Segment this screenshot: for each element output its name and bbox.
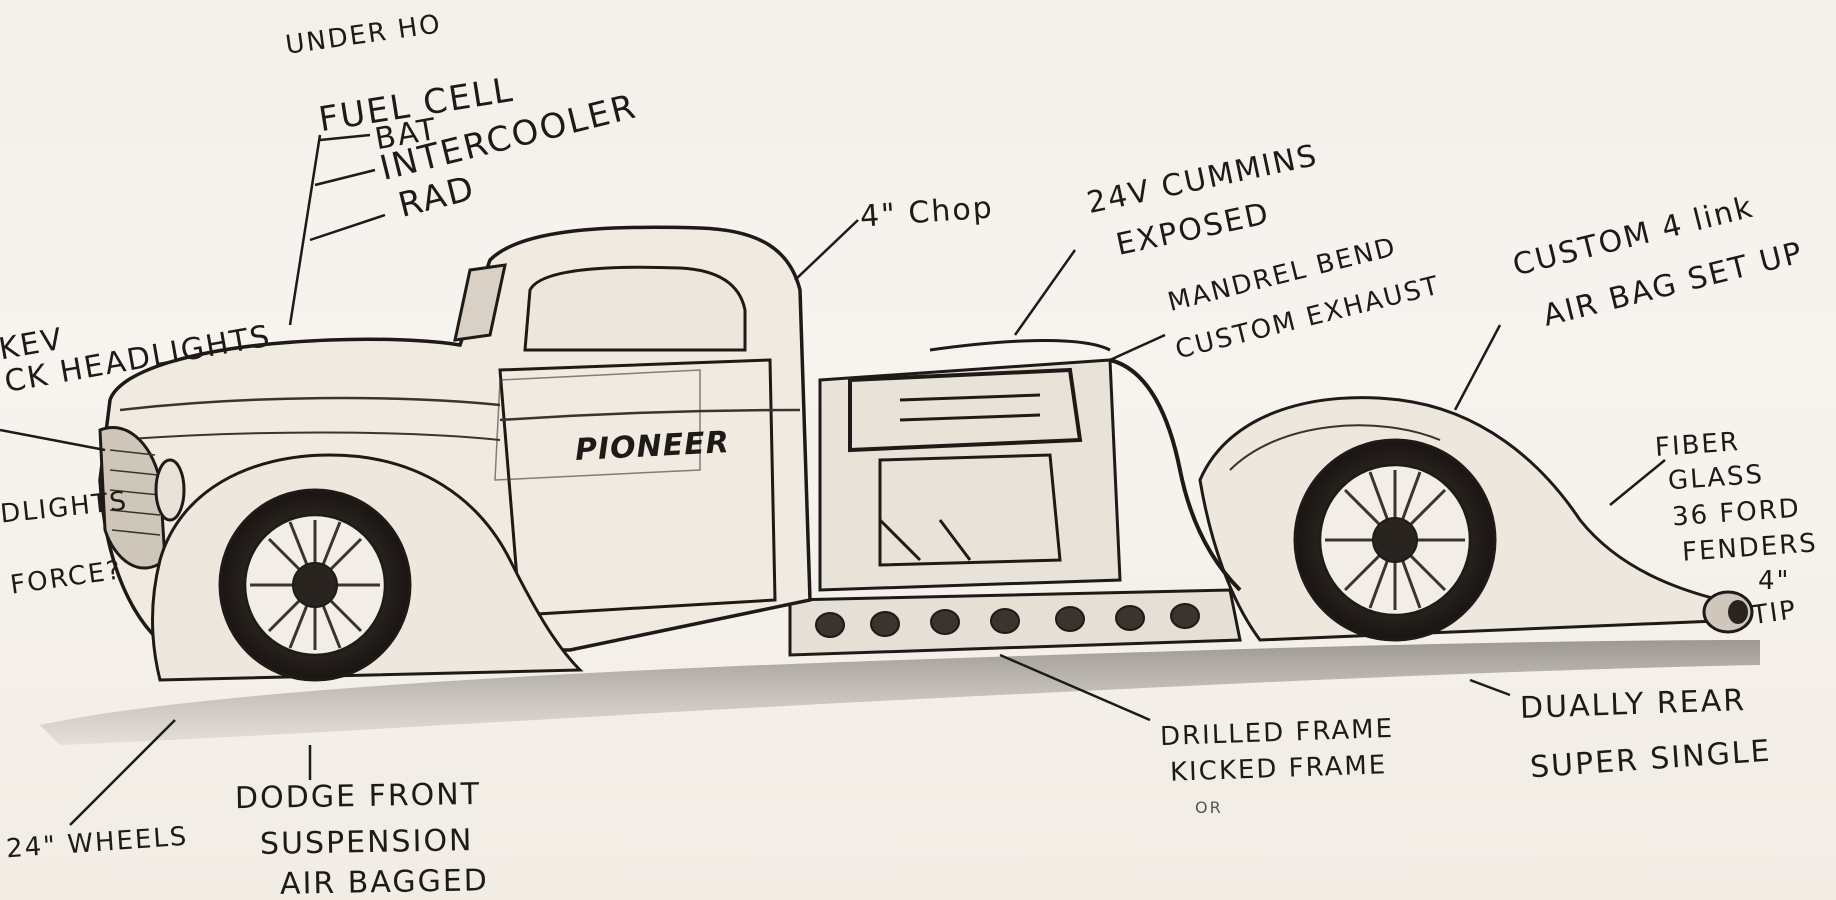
front-wheel xyxy=(218,488,412,682)
note-frame-2: KICKED FRAME xyxy=(1169,750,1388,788)
note-frame-1: DRILLED FRAME xyxy=(1159,713,1395,753)
headlight xyxy=(154,458,186,522)
grille xyxy=(98,425,167,570)
rear-wheel xyxy=(1293,438,1497,642)
note-front-2: SUSPENSION xyxy=(259,823,474,862)
note-tip-1: 4" xyxy=(1758,566,1791,596)
note-fiber-2: GLASS xyxy=(1667,459,1765,497)
leader-lines xyxy=(0,133,1666,826)
cab-window xyxy=(523,265,747,352)
note-dually-1: DUALLY REAR xyxy=(1519,683,1747,726)
note-frame-or: OR xyxy=(1195,798,1223,817)
ground-shadow xyxy=(40,640,1760,745)
note-front-1: DODGE FRONT xyxy=(234,776,482,817)
note-fiber-1: FIBER xyxy=(1654,427,1741,463)
engine xyxy=(818,339,1242,592)
frame-holes xyxy=(815,603,1200,638)
note-front-3: AIR BAGGED xyxy=(279,863,490,900)
note-tip-2: TIP xyxy=(1750,594,1800,632)
door-logo: PIONEER xyxy=(574,424,731,469)
cab-door xyxy=(498,358,777,617)
